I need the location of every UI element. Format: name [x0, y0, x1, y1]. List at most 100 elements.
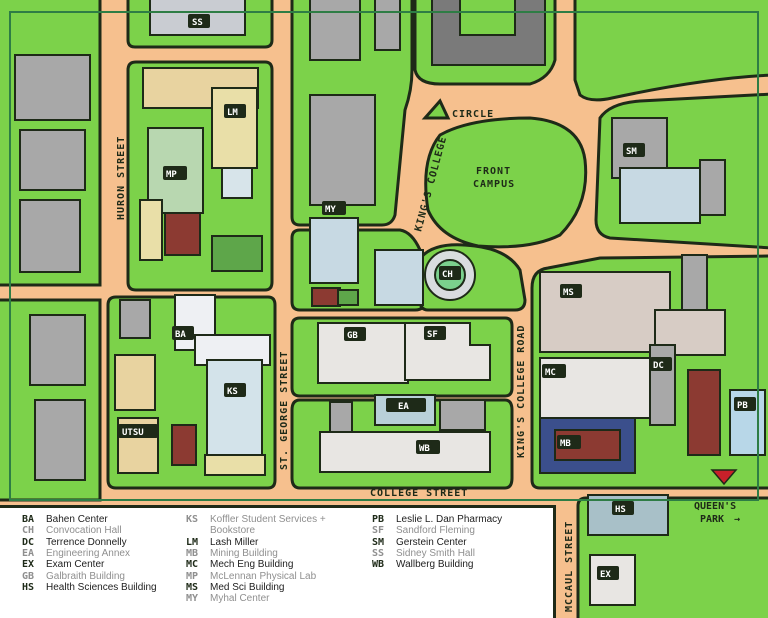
- legend-name: Bookstore: [210, 525, 256, 537]
- subway-station[interactable]: QUEEN'S PARK →: [694, 469, 740, 525]
- svg-text:UTSU: UTSU: [122, 428, 144, 438]
- legend-name: Bahen Center: [46, 514, 108, 526]
- pin-utsu[interactable]: UTSU: [118, 424, 158, 438]
- pin-ba[interactable]: BA: [172, 326, 194, 340]
- subway-arrow: →: [734, 514, 740, 525]
- subway-name-line2: PARK: [700, 514, 724, 525]
- legend-code: CH: [22, 525, 35, 537]
- building-ea-east: [439, 399, 486, 431]
- pin-wb[interactable]: WB: [416, 440, 440, 454]
- svg-text:KS: KS: [227, 387, 238, 397]
- legend-code: SM: [372, 536, 385, 548]
- pin-mp[interactable]: MP: [163, 166, 187, 180]
- building-grey-north-1: [309, 0, 361, 61]
- subway-name-line1: QUEEN'S: [694, 501, 736, 512]
- pin-ch[interactable]: CH: [439, 266, 461, 280]
- legend-name: Mining Building: [210, 548, 278, 560]
- pin-ea[interactable]: EA: [386, 398, 426, 412]
- pin-hs[interactable]: HS: [612, 501, 634, 515]
- building-sm-wing: [619, 167, 701, 224]
- pin-my[interactable]: MY: [322, 201, 346, 215]
- legend-code: DC: [22, 536, 35, 548]
- legend-name: Galbraith Building: [46, 570, 125, 582]
- legend-name: Leslie L. Dan Pharmacy: [396, 514, 503, 526]
- pin-pb[interactable]: PB: [734, 397, 756, 411]
- building-west-1: [14, 54, 91, 121]
- front-campus-lawn: [424, 116, 588, 249]
- building-grey-east: [699, 159, 726, 216]
- pin-ks[interactable]: KS: [224, 383, 246, 397]
- college-street-label: COLLEGE STREET: [370, 488, 468, 499]
- legend-code: KS: [186, 514, 199, 526]
- legend-name: Lash Miller: [210, 536, 259, 548]
- pin-mb[interactable]: MB: [557, 435, 581, 449]
- legend-code: GB: [22, 570, 35, 582]
- huron-street-label: HURON STREET: [116, 136, 127, 220]
- pin-mc[interactable]: MC: [542, 364, 566, 378]
- building-grey-north-2: [309, 94, 376, 206]
- circle-label: CIRCLE: [452, 109, 494, 120]
- pin-ex[interactable]: EX: [597, 566, 619, 580]
- building-red-2: [171, 424, 197, 466]
- grass-block-north-east: [573, 0, 768, 102]
- building-ks-yellow: [204, 454, 266, 476]
- mccaul-street-label: MCCAUL STREET: [564, 521, 575, 612]
- building-red-east: [687, 369, 721, 456]
- building-ks: [206, 359, 263, 471]
- building-green-1: [211, 235, 263, 272]
- legend-code: HS: [22, 581, 35, 593]
- legend-code: PB: [372, 514, 385, 526]
- legend-name: Exam Center: [46, 559, 105, 571]
- pin-dc[interactable]: DC: [650, 357, 672, 371]
- grass-triangle: [421, 98, 451, 120]
- building-grey-ms: [681, 254, 708, 311]
- legend-code: LM: [186, 536, 199, 548]
- legend-code: SS: [372, 548, 385, 560]
- building-ch-annex: [374, 249, 424, 306]
- legend-code: EA: [22, 548, 35, 560]
- legend-name: Mech Eng Building: [210, 559, 294, 571]
- building-red-1: [164, 212, 201, 256]
- building-tan-west: [114, 354, 156, 411]
- pin-sf[interactable]: SF: [424, 326, 446, 340]
- svg-text:DC: DC: [653, 361, 664, 371]
- kings-college-road-label: KING'S COLLEGE ROAD: [516, 325, 527, 458]
- building-ex: [589, 554, 636, 606]
- pin-ms[interactable]: MS: [560, 284, 582, 298]
- building-lm-south: [221, 167, 253, 199]
- st-george-street-label: ST. GEORGE STREET: [279, 351, 290, 470]
- building-red-3: [311, 287, 341, 307]
- pin-gb[interactable]: GB: [344, 327, 366, 341]
- legend-name: McLennan Physical Lab: [210, 570, 317, 582]
- map-frame: [9, 11, 759, 501]
- svg-text:HS: HS: [615, 505, 626, 515]
- legend-name: Gerstein Center: [396, 536, 467, 548]
- legend-item-pb: PB Leslie L. Dan Pharmacy: [372, 514, 502, 525]
- pin-sm[interactable]: SM: [623, 143, 645, 157]
- building-dark-north: [431, 0, 546, 66]
- svg-text:LM: LM: [227, 108, 238, 118]
- legend-name: Engineering Annex: [46, 548, 130, 560]
- svg-text:MS: MS: [563, 288, 574, 298]
- building-green-2: [337, 289, 359, 306]
- pin-lm[interactable]: LM: [224, 104, 246, 118]
- svg-text:MY: MY: [325, 205, 336, 215]
- svg-text:BA: BA: [175, 330, 186, 340]
- legend-item-continuation: Bookstore: [186, 525, 326, 536]
- legend-item-sm: SM Gerstein Center: [372, 537, 502, 548]
- building-mp-annex: [139, 199, 163, 261]
- legend-code: MP: [186, 570, 199, 582]
- legend-code: MY: [186, 593, 199, 605]
- legend-code: SF: [372, 525, 385, 537]
- legend-name: Med Sci Building: [210, 581, 285, 593]
- building-lm: [211, 87, 258, 169]
- pin-ss[interactable]: SS: [188, 14, 210, 28]
